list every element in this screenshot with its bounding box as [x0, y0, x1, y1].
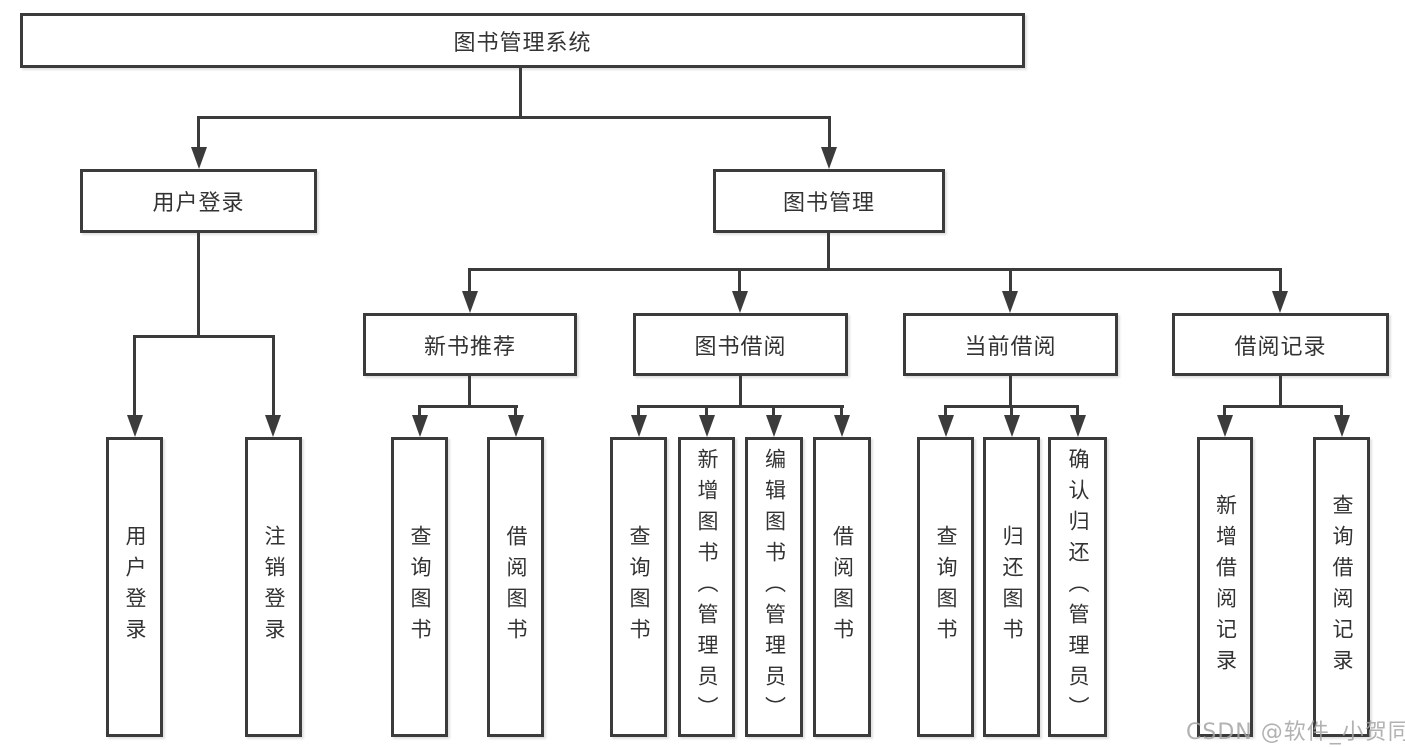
- connector-user-login-stem: [197, 233, 200, 337]
- node-book-borrowing-label: 图书借阅: [694, 334, 787, 360]
- leaf-confirm-return-admin-label: 确认归还（管理员）: [1066, 447, 1090, 727]
- leaf-confirm-return-admin: 确认归还（管理员）: [1048, 437, 1107, 737]
- connector-new-book-hbar: [418, 405, 518, 408]
- leaf-query-books-label: 查询图书: [627, 525, 651, 649]
- connector-arrow-stem: [828, 118, 831, 147]
- node-book-borrowing: 图书借阅: [633, 313, 848, 376]
- node-new-book-recommendation-label: 新书推荐: [423, 334, 516, 360]
- connector-new-book-stem: [468, 376, 471, 407]
- node-borrowing-records-label: 借阅记录: [1234, 334, 1327, 360]
- leaf-borrow-books: 借阅图书: [487, 437, 544, 737]
- connector-current-stem: [1009, 376, 1012, 407]
- arrowhead-icon: [412, 415, 428, 437]
- connector-arrow-stem: [944, 407, 947, 415]
- arrowhead-icon: [834, 415, 850, 437]
- node-borrowing-records: 借阅记录: [1172, 313, 1389, 376]
- arrowhead-icon: [631, 415, 647, 437]
- connector-current-hbar: [944, 405, 1079, 408]
- leaf-query-books-label: 查询图书: [408, 525, 432, 649]
- arrowhead-icon: [1004, 415, 1020, 437]
- leaf-query-borrow-record: 查询借阅记录: [1313, 437, 1370, 737]
- leaf-borrow-books: 借阅图书: [813, 437, 871, 737]
- arrowhead-icon: [821, 147, 837, 169]
- node-book-management: 图书管理: [713, 169, 945, 233]
- leaf-logout: 注销登录: [245, 437, 302, 737]
- connector-records-stem: [1279, 376, 1282, 407]
- arrowhead-icon: [766, 415, 782, 437]
- connector-arrow-stem: [272, 337, 275, 415]
- arrowhead-icon: [699, 415, 715, 437]
- connector-arrow-stem: [840, 407, 843, 415]
- arrowhead-icon: [1070, 415, 1086, 437]
- node-current-borrowing-label: 当前借阅: [964, 334, 1057, 360]
- connector-arrow-stem: [738, 270, 741, 291]
- node-book-management-label: 图书管理: [782, 191, 875, 216]
- arrowhead-icon: [1217, 415, 1233, 437]
- node-root-label: 图书管理系统: [453, 30, 592, 56]
- leaf-add-borrow-record: 新增借阅记录: [1197, 437, 1253, 737]
- connector-arrow-stem: [1009, 270, 1012, 291]
- node-root: 图书管理系统: [20, 13, 1025, 68]
- node-user-login: 用户登录: [80, 169, 317, 233]
- leaf-user-login-label: 用户登录: [123, 525, 147, 649]
- node-new-book-recommendation: 新书推荐: [363, 313, 577, 376]
- connector-arrow-stem: [1010, 407, 1013, 415]
- connector-arrow-stem: [133, 337, 136, 415]
- node-current-borrowing: 当前借阅: [903, 313, 1118, 376]
- connector-arrow-stem: [468, 270, 471, 291]
- connector-arrow-stem: [514, 407, 517, 415]
- connector-root-stem: [519, 68, 522, 118]
- leaf-query-books: 查询图书: [610, 437, 667, 737]
- connector-borrowing-stem: [739, 376, 742, 407]
- connector-root-hbar: [197, 116, 831, 119]
- connector-arrow-stem: [1340, 407, 1343, 415]
- node-user-login-label: 用户登录: [152, 191, 245, 216]
- connector-user-login-hbar: [133, 335, 275, 338]
- connector-borrowing-hbar: [637, 405, 844, 408]
- leaf-borrow-books-label: 借阅图书: [504, 525, 528, 649]
- leaf-add-books-admin: 新增图书（管理员）: [678, 437, 735, 737]
- connector-arrow-stem: [197, 118, 200, 147]
- leaf-query-books-label: 查询图书: [934, 525, 958, 649]
- arrowhead-icon: [732, 291, 748, 313]
- connector-book-mgmt-stem: [827, 233, 830, 270]
- arrowhead-icon: [265, 415, 281, 437]
- arrowhead-icon: [1334, 415, 1350, 437]
- arrowhead-icon: [462, 291, 478, 313]
- leaf-query-books: 查询图书: [917, 437, 974, 737]
- arrowhead-icon: [508, 415, 524, 437]
- leaf-add-books-admin-label: 新增图书（管理员）: [695, 447, 719, 727]
- connector-records-hbar: [1223, 405, 1343, 408]
- arrowhead-icon: [938, 415, 954, 437]
- arrowhead-icon: [1002, 291, 1018, 313]
- connector-arrow-stem: [1279, 270, 1282, 291]
- arrowhead-icon: [1272, 291, 1288, 313]
- connector-arrow-stem: [705, 407, 708, 415]
- leaf-query-borrow-record-label: 查询借阅记录: [1330, 494, 1354, 680]
- arrowhead-icon: [191, 147, 207, 169]
- csdn-watermark: CSDN @软件_小贺同学: [1186, 720, 1405, 745]
- connector-arrow-stem: [637, 407, 640, 415]
- leaf-return-books-label: 归还图书: [1000, 525, 1024, 649]
- leaf-edit-books-admin: 编辑图书（管理员）: [745, 437, 803, 737]
- leaf-add-borrow-record-label: 新增借阅记录: [1213, 494, 1238, 680]
- arrowhead-icon: [127, 415, 143, 437]
- connector-book-mgmt-hbar: [468, 268, 1282, 271]
- connector-arrow-stem: [1076, 407, 1079, 415]
- leaf-query-books: 查询图书: [391, 437, 448, 737]
- connector-arrow-stem: [418, 407, 421, 415]
- connector-arrow-stem: [772, 407, 775, 415]
- leaf-logout-label: 注销登录: [262, 525, 286, 649]
- leaf-return-books: 归还图书: [983, 437, 1040, 737]
- leaf-borrow-books-label: 借阅图书: [830, 525, 855, 649]
- leaf-user-login: 用户登录: [106, 437, 163, 737]
- leaf-edit-books-admin-label: 编辑图书（管理员）: [762, 447, 787, 727]
- connector-arrow-stem: [1223, 407, 1226, 415]
